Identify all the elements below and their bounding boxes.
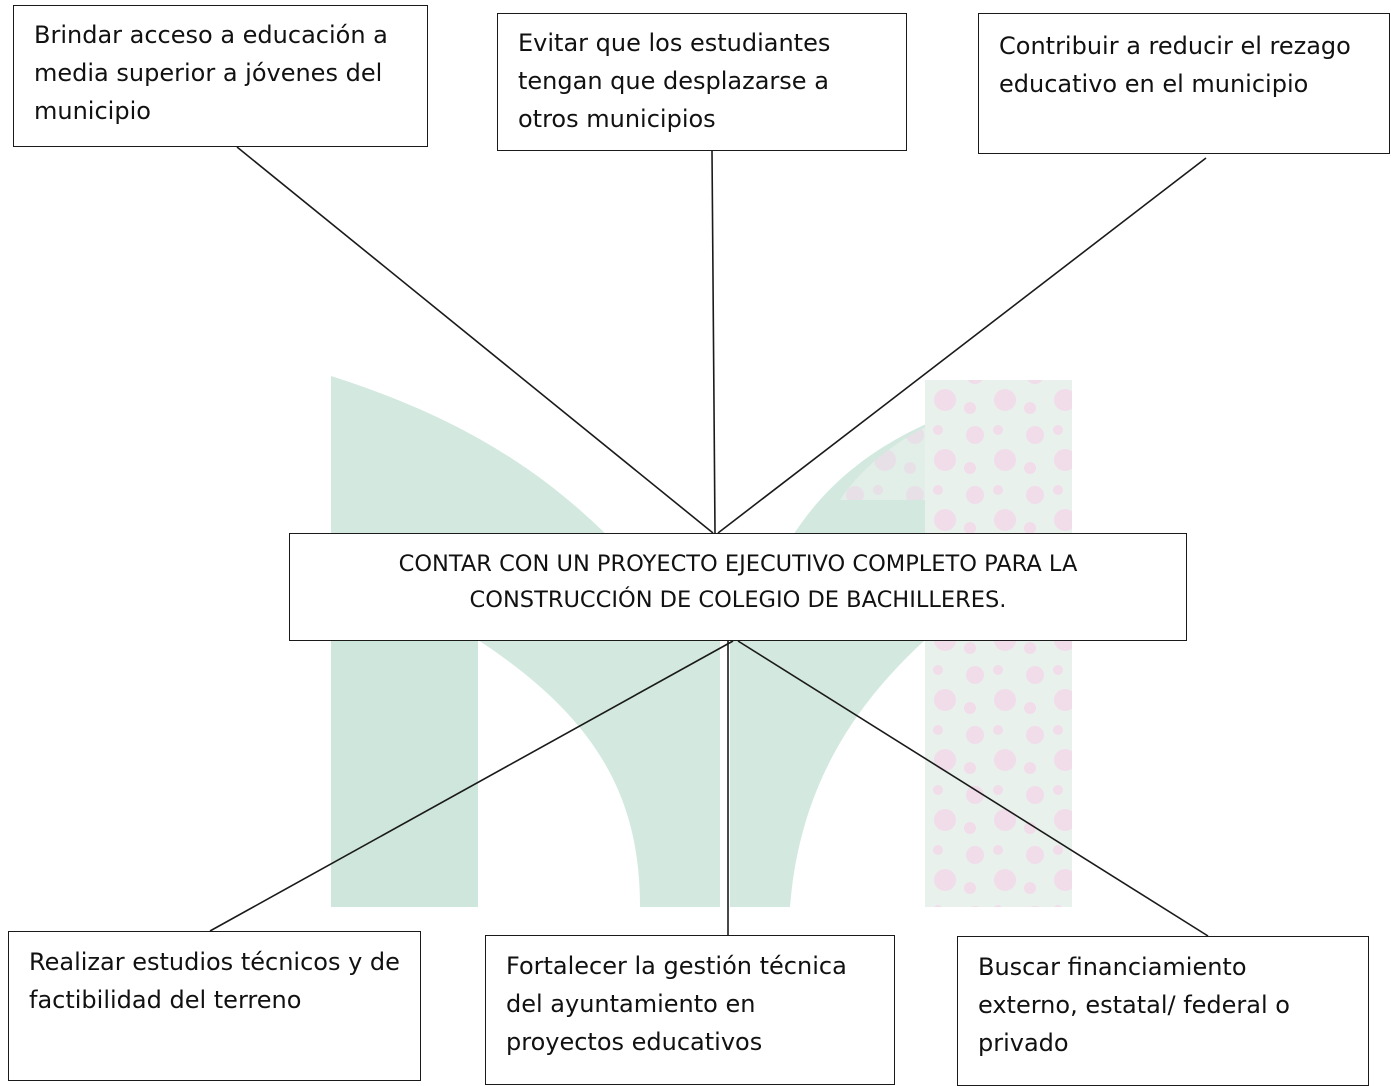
connector-top-left xyxy=(236,146,714,534)
box-text-line: Contribuir a reducir el rezago xyxy=(999,32,1351,60)
connector-bottom-left xyxy=(209,640,734,932)
box-text-line: Realizar estudios técnicos y de xyxy=(29,948,400,976)
box-text-line: Evitar que los estudiantes xyxy=(518,29,831,57)
box-text-line: privado xyxy=(978,1029,1069,1057)
means-box-funding: Buscar financiamiento externo, estatal/ … xyxy=(957,936,1369,1086)
central-objective-line: CONSTRUCCIÓN DE COLEGIO DE BACHILLERES. xyxy=(469,587,1007,613)
watermark-right-arch-pattern xyxy=(840,380,1072,500)
effect-box-rezago: Contribuir a reducir el rezago educativo… xyxy=(978,13,1390,154)
box-text-line: otros municipios xyxy=(518,105,716,133)
box-text-line: Buscar financiamiento xyxy=(978,953,1247,981)
box-text-line: Fortalecer la gestión técnica xyxy=(506,952,847,980)
watermark-right-bar xyxy=(925,380,1072,907)
box-text-line: educativo en el municipio xyxy=(999,70,1309,98)
connector-top-mid xyxy=(711,150,716,534)
connector-bottom-right xyxy=(737,640,1209,937)
means-box-management: Fortalecer la gestión técnica del ayunta… xyxy=(485,935,895,1085)
connector-top-right xyxy=(717,157,1207,534)
central-objective-box: CONTAR CON UN PROYECTO EJECUTIVO COMPLET… xyxy=(289,533,1187,641)
box-text-line: Brindar acceso a educación a xyxy=(34,21,388,49)
box-text-line: del ayuntamiento en xyxy=(506,990,756,1018)
box-text-line: media superior a jóvenes del xyxy=(34,59,383,87)
means-box-studies: Realizar estudios técnicos y de factibil… xyxy=(8,931,421,1081)
central-objective-line: CONTAR CON UN PROYECTO EJECUTIVO COMPLET… xyxy=(398,551,1078,577)
box-text-line: externo, estatal/ federal o xyxy=(978,991,1290,1019)
box-text-line: municipio xyxy=(34,97,151,125)
box-text-line: tengan que desplazarse a xyxy=(518,67,829,95)
box-text-line: factibilidad del terreno xyxy=(29,986,302,1014)
watermark-left-arch xyxy=(331,376,720,907)
effect-box-travel: Evitar que los estudiantes tengan que de… xyxy=(497,13,907,151)
box-text-line: proyectos educativos xyxy=(506,1028,763,1056)
effect-box-access: Brindar acceso a educación a media super… xyxy=(13,5,428,147)
